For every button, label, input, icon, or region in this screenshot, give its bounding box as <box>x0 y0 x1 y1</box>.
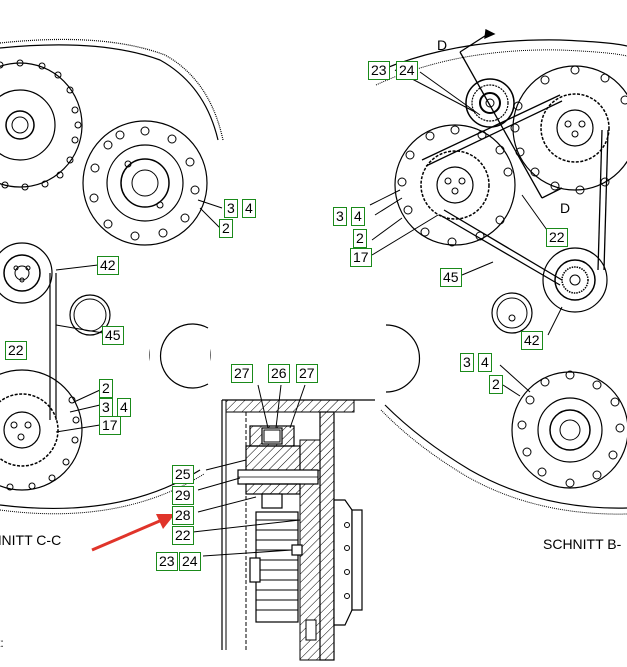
left-leaders <box>55 199 223 433</box>
callout-42: 42 <box>521 331 543 350</box>
center-section <box>192 384 375 661</box>
callout-24: 24 <box>179 552 201 571</box>
right-small-gear <box>491 247 608 334</box>
section-label-right: SCHNITT B- <box>543 536 622 552</box>
callout-45: 45 <box>440 268 462 287</box>
right-gear-top <box>510 65 627 195</box>
callout-26: 26 <box>268 364 290 383</box>
callout-22: 22 <box>172 526 194 545</box>
left-belt <box>49 273 57 420</box>
marker-d-mid: D <box>560 200 571 216</box>
callout-23: 23 <box>368 61 390 80</box>
callout-24: 24 <box>396 61 418 80</box>
corner-label: t: <box>0 636 4 650</box>
housing-cut <box>150 322 210 390</box>
callout-2: 2 <box>353 229 367 248</box>
callout-23: 23 <box>156 552 178 571</box>
right-bearing <box>465 78 515 128</box>
left-small-gear <box>0 242 111 336</box>
right-housing <box>369 39 627 515</box>
callout-3: 3 <box>460 353 474 372</box>
callout-25: 25 <box>172 465 194 484</box>
callout-2: 2 <box>99 379 113 398</box>
right-belt <box>421 94 609 286</box>
marker-d-top: D <box>437 37 448 53</box>
red-pointer-arrow <box>91 514 175 552</box>
callout-27: 27 <box>231 364 253 383</box>
callout-22: 22 <box>546 228 568 247</box>
left-gear-top <box>0 59 83 191</box>
callout-45: 45 <box>102 326 124 345</box>
right-flange <box>394 124 516 247</box>
callout-4: 4 <box>351 207 365 226</box>
callout-4: 4 <box>242 199 256 218</box>
callout-27: 27 <box>296 364 318 383</box>
left-flange <box>82 120 208 246</box>
section-label-left: SCHNITT C-C <box>0 532 62 548</box>
callout-17: 17 <box>99 416 121 435</box>
callout-3: 3 <box>333 207 347 226</box>
callout-3: 3 <box>99 398 113 417</box>
callout-17: 17 <box>350 248 372 267</box>
callout-22: 22 <box>5 341 27 360</box>
callout-28: 28 <box>172 506 194 525</box>
callout-42: 42 <box>97 256 119 275</box>
callout-3: 3 <box>224 199 238 218</box>
callout-29: 29 <box>172 486 194 505</box>
right-lower-flange <box>511 370 627 489</box>
callout-2: 2 <box>489 375 503 394</box>
left-lower-gear <box>0 369 83 491</box>
callout-2: 2 <box>219 219 233 238</box>
left-housing <box>0 38 224 515</box>
callout-4: 4 <box>478 353 492 372</box>
callout-4: 4 <box>117 398 131 417</box>
